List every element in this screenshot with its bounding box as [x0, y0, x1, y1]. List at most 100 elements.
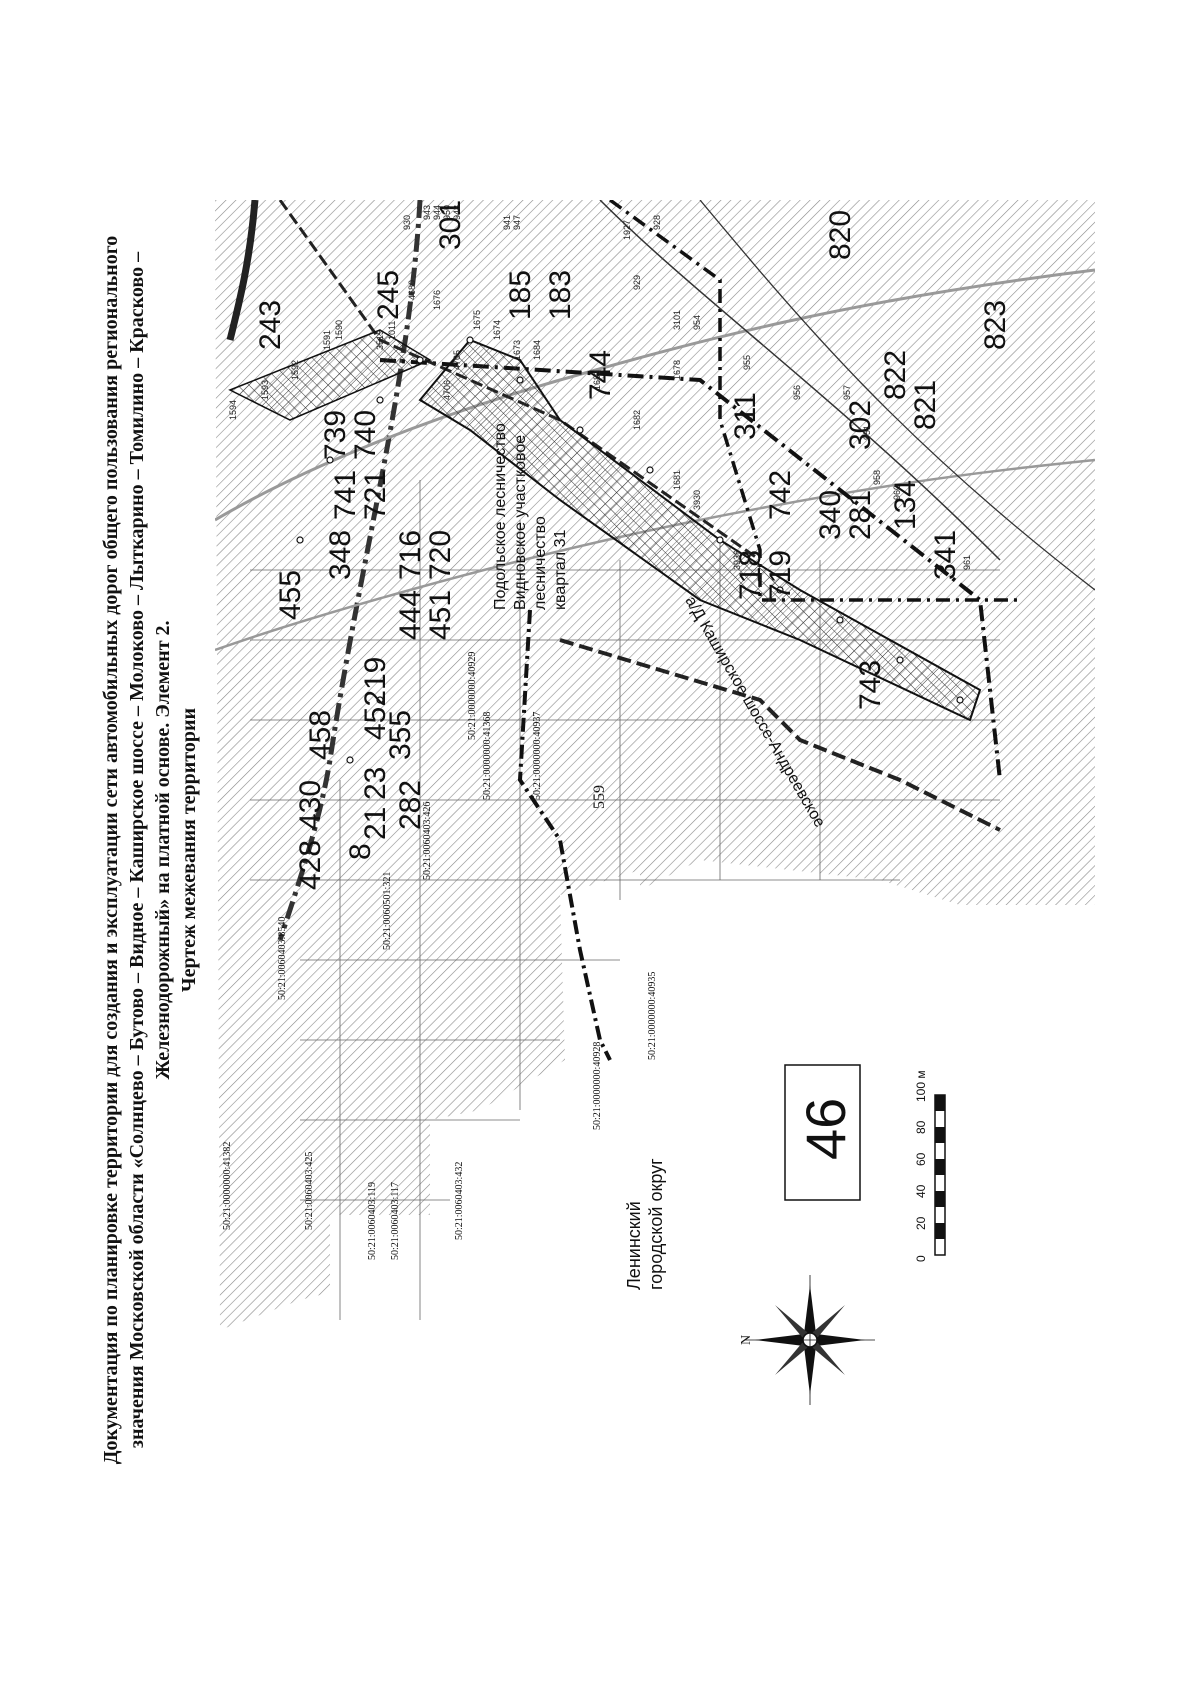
cadastral-label: 50:21:0060501:321: [382, 872, 393, 950]
parcel-label: 740: [349, 410, 382, 460]
parcel-label: 134: [889, 480, 922, 530]
point-label: 930: [402, 215, 412, 230]
point-label: 1684: [532, 340, 542, 360]
cadastral-label: 50:21:0060403:425: [304, 1152, 315, 1230]
parcel-label: 245: [372, 270, 405, 320]
parcel-label: 739: [319, 410, 352, 460]
cadastral-label: 50:21:0000000:40935: [647, 972, 658, 1060]
scale-tick: 80: [914, 1120, 928, 1134]
point-label: 1592: [290, 360, 300, 380]
parcel-label: 311: [729, 392, 762, 440]
cadastral-designations: 50:21:0060403:426 50:21:0060501:321 50:2…: [222, 652, 658, 1260]
point-label: 956: [792, 385, 802, 400]
point-label: 928: [652, 215, 662, 230]
compass-north-label: N: [739, 1335, 754, 1345]
parcel-label: 718: [734, 550, 767, 600]
andreevskoe-road: [559, 638, 1001, 832]
point-label: 1011: [387, 321, 397, 340]
forestry-line-2: Видновское участковое: [512, 435, 529, 610]
point-label: 1673: [512, 340, 522, 360]
point-label: 948: [452, 205, 462, 220]
curve-line: [599, 200, 1001, 561]
scale-tick: 20: [914, 1216, 928, 1230]
cadastral-label: 50:21:0060403:117: [390, 1182, 401, 1260]
scale-bar: [934, 1094, 946, 1256]
point-label: 950: [442, 205, 452, 220]
point-label: 1927: [622, 220, 632, 240]
forest-area: [215, 200, 1095, 1330]
parcel-label: 455: [274, 570, 307, 620]
point-label: 1676: [432, 290, 442, 310]
point-label: 960: [892, 485, 902, 500]
point-label: 941: [502, 215, 512, 230]
parcel-label: 348: [324, 530, 357, 580]
point-label: 3936: [732, 550, 742, 570]
survey-points: [296, 336, 964, 764]
parcel-label: 21: [359, 807, 392, 840]
grey-road-1: [215, 268, 1095, 522]
parcel-label: 821: [909, 380, 942, 430]
scale-tick: 60: [914, 1152, 928, 1166]
parcel-label: 183: [544, 270, 577, 320]
parcel-label: 823: [979, 300, 1012, 350]
parcel-label: 720: [424, 530, 457, 580]
cadastral-label: 50:21:0000000:40929: [467, 652, 478, 740]
point-label: 958: [872, 470, 882, 485]
parcel-label: 355: [384, 710, 417, 760]
forestry-line-3: лесничество: [532, 516, 549, 610]
point-label: 929: [632, 275, 642, 290]
parcel-label: 282: [394, 780, 427, 830]
point-label: 1681: [672, 470, 682, 490]
far-curve: [699, 200, 1095, 591]
point-label: 1591: [322, 330, 332, 350]
boundary-dash-2: [278, 200, 761, 562]
point-label: 3930: [692, 490, 702, 510]
parcel-label: 741: [329, 470, 362, 520]
point-label: 961: [962, 555, 972, 570]
parcel-label: 451: [424, 590, 457, 640]
point-label: 957: [842, 385, 852, 400]
point-label: 1683: [592, 370, 602, 390]
parcel-label: 340: [814, 490, 847, 540]
parcel-label: 19: [359, 657, 392, 690]
point-label: 1678: [672, 360, 682, 380]
parcel-label: 721: [359, 470, 392, 520]
scale-tick: 40: [914, 1184, 928, 1198]
parcel-label: 444: [394, 590, 427, 640]
forestry-line-4: квартал 31: [552, 530, 569, 610]
parcel-label: 341: [929, 530, 962, 580]
point-label: 4706: [442, 380, 452, 400]
parcel-outline: [517, 609, 612, 1061]
compass-rose: [745, 1275, 875, 1405]
parcel-label: 281: [844, 490, 877, 540]
parcel-label: 185: [504, 270, 537, 320]
point-label: 944: [432, 205, 442, 220]
parcel-label: 820: [824, 210, 857, 260]
parcel-label: 458: [304, 710, 337, 760]
cadastral-label: 50:21:0000000:40928: [592, 1042, 603, 1130]
parcel-label: 452: [359, 690, 392, 740]
cadastral-label: 50:21:0060403:432: [454, 1162, 465, 1240]
point-label: 954: [692, 315, 702, 330]
parcel-label: 744: [584, 350, 617, 400]
parcel-label: 243: [254, 300, 287, 350]
scale-bar-ticks: 0 20 40 60 80 100 м: [914, 1070, 928, 1262]
cadastral-label: 50:21:0060403:119: [367, 1182, 378, 1260]
parcel-label: 719: [764, 550, 797, 600]
forestry-label: Подольское лесничество Видновское участк…: [492, 423, 569, 610]
cadastral-label: 50:21:0060403:426: [422, 802, 433, 880]
point-label: 4705: [452, 350, 462, 370]
district-line-1: Ленинский: [624, 1201, 644, 1290]
cadastral-label: 50:21:0000000:41382: [222, 1142, 233, 1230]
point-label: 1594: [228, 400, 238, 420]
parcel-numbers: 243 245 301 185 183 744 311 742 340 281 …: [254, 200, 1012, 890]
parcel-label: 301: [434, 200, 467, 250]
boundary-dash-1: [379, 358, 1002, 781]
sheet-number: 46: [794, 1098, 857, 1160]
parcel-label: 716: [394, 530, 427, 580]
point-label: 943: [422, 205, 432, 220]
point-numbers: 1594 1593 1592 1591 1590 3515 1011 4680 …: [228, 205, 972, 570]
cadastral-label: 50:21:0060403:8540: [277, 917, 288, 1000]
